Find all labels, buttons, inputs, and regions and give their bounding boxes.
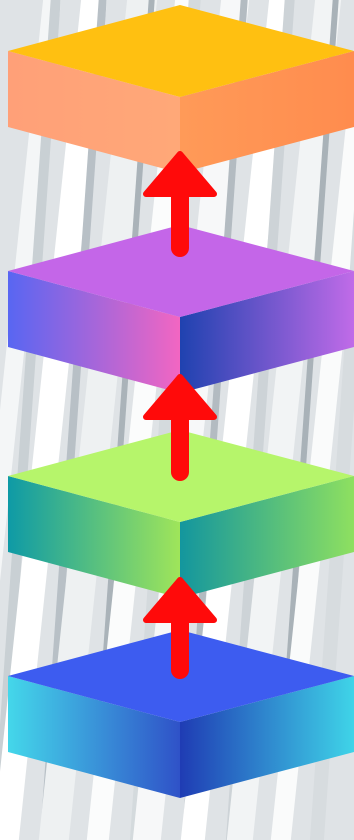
diagram-canvas	[0, 0, 354, 808]
stacked-layers-diagram	[0, 0, 354, 808]
layer-block-4	[8, 5, 354, 173]
